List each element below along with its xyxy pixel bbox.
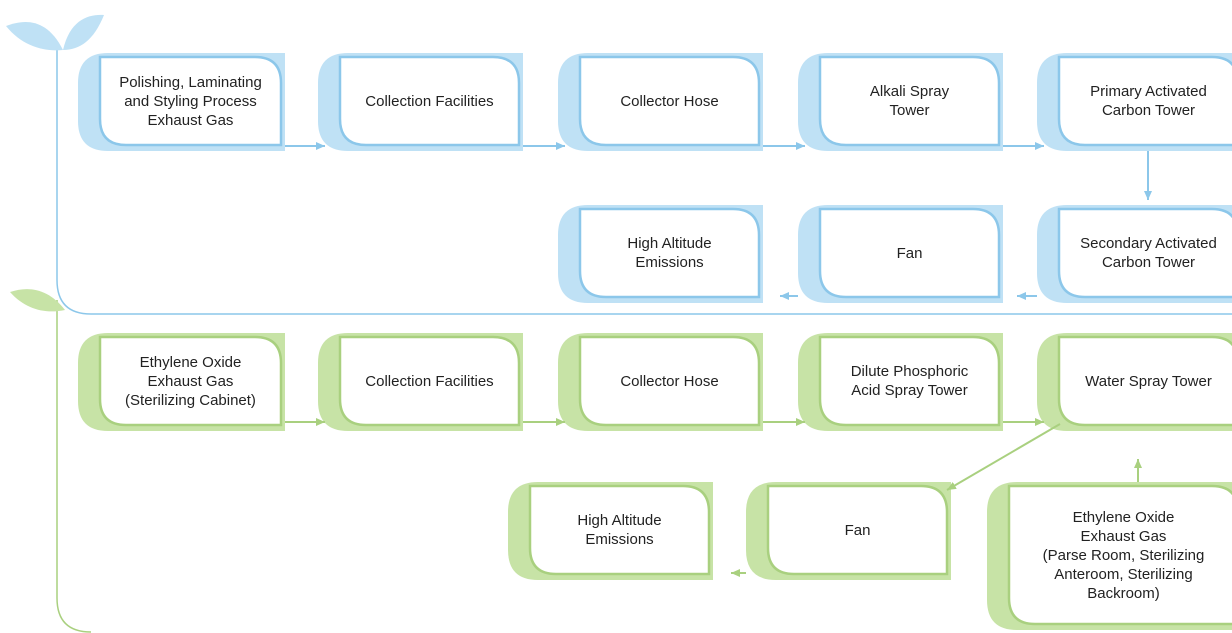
node-b3 xyxy=(558,53,763,151)
node-g7 xyxy=(746,482,951,580)
green-leaf-icon xyxy=(10,289,65,312)
node-b6 xyxy=(558,205,763,303)
node-b4 xyxy=(798,53,1003,151)
node-g4 xyxy=(798,333,1003,431)
node-b1 xyxy=(78,53,285,151)
node-g5 xyxy=(1037,333,1232,431)
node-g3 xyxy=(558,333,763,431)
node-b7 xyxy=(798,205,1003,303)
blue-leaf-icon xyxy=(6,14,104,51)
blue-section-bracket xyxy=(56,50,1232,315)
node-b2 xyxy=(318,53,523,151)
node-g2 xyxy=(318,333,523,431)
node-b5 xyxy=(1037,53,1232,151)
node-g6 xyxy=(508,482,713,580)
node-g8 xyxy=(987,482,1232,630)
edge-g5-g7 xyxy=(946,423,1061,491)
node-g1 xyxy=(78,333,285,431)
green-section-bracket xyxy=(56,300,92,633)
node-b8 xyxy=(1037,205,1232,303)
